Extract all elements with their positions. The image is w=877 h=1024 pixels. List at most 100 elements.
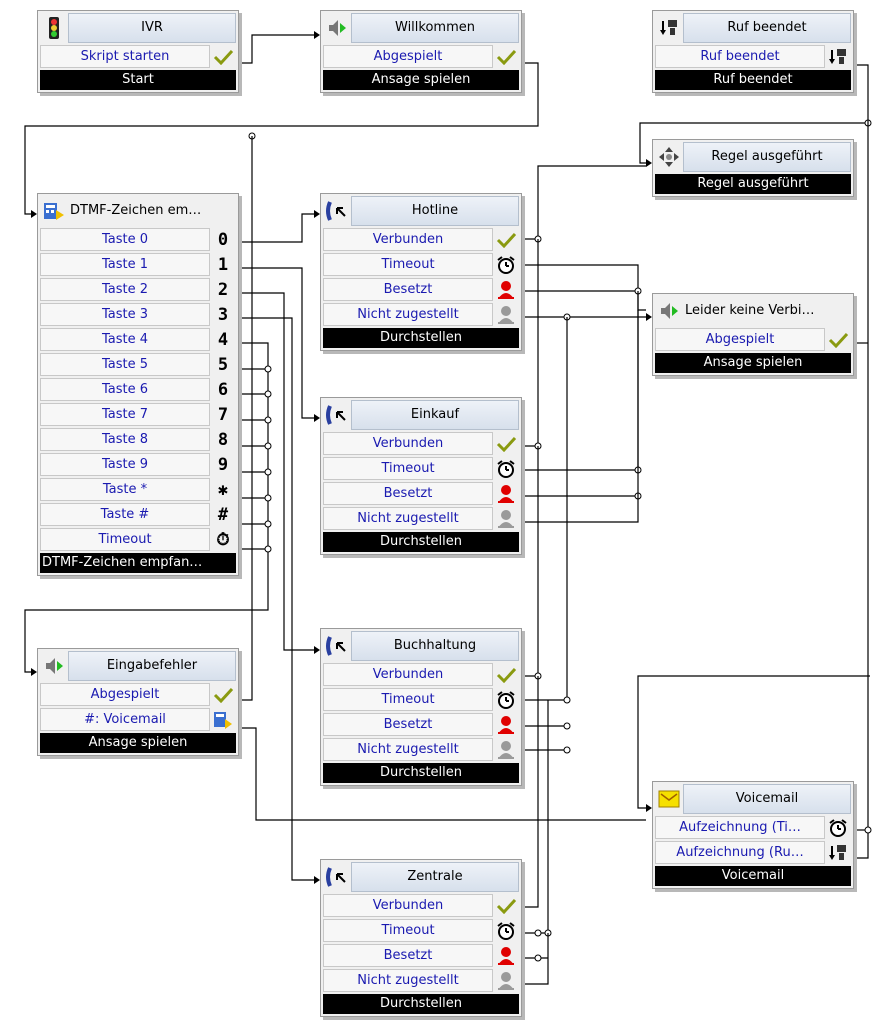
node-regel-ausgefuehrt[interactable]: Regel ausgeführt Regel ausgeführt	[652, 139, 854, 197]
output-row[interactable]: Nicht zugestellt	[323, 507, 519, 530]
dtmf-key-row[interactable]: Taste *✱	[40, 478, 236, 501]
output-row[interactable]: Verbunden	[323, 432, 519, 455]
node-title: Voicemail	[683, 784, 851, 814]
node-title: Buchhaltung	[351, 631, 519, 661]
output-row[interactable]: Nicht zugestellt	[323, 303, 519, 326]
key-glyph: 5	[217, 354, 229, 375]
output-row[interactable]: Timeout	[323, 457, 519, 480]
output-row[interactable]: Ruf beendet	[655, 45, 851, 68]
output-label: Nicht zugestellt	[323, 303, 493, 326]
key-glyph: 4	[217, 329, 229, 350]
output-label: Timeout	[323, 919, 493, 942]
output-row[interactable]: Aufzeichnung (Ti…	[655, 816, 851, 839]
wire-arrow	[314, 210, 320, 218]
output-row[interactable]: Abgespielt	[655, 328, 851, 351]
output-row[interactable]: Verbunden	[323, 894, 519, 917]
output-label: Verbunden	[323, 663, 493, 686]
key-glyph: 6	[217, 379, 229, 400]
output-row[interactable]: Verbunden	[323, 663, 519, 686]
output-label: Timeout	[323, 253, 493, 276]
voicemail-icon	[655, 784, 683, 814]
node-voicemail[interactable]: Voicemail Aufzeichnung (Ti… Aufzeichnung…	[652, 781, 854, 889]
output-row[interactable]: #: Voicemail	[40, 708, 236, 731]
wire-arrow	[646, 159, 652, 167]
key-glyph: 9	[217, 454, 229, 475]
node-eingabefehler[interactable]: Eingabefehler Abgespielt #: Voicemail An…	[37, 648, 239, 756]
output-label: Skript starten	[40, 45, 210, 68]
node-title: Willkommen	[351, 13, 519, 43]
output-row[interactable]: Timeout	[323, 253, 519, 276]
wire-junction	[264, 545, 272, 553]
wire	[522, 933, 549, 985]
wire-arrow	[314, 876, 320, 884]
wire-junction	[563, 746, 571, 754]
output-row[interactable]: Skript starten	[40, 45, 236, 68]
output-label: Besetzt	[323, 482, 493, 505]
dtmf-key-row[interactable]: Timeout⏱	[40, 528, 236, 551]
hangup-icon	[825, 45, 851, 68]
output-label: Verbunden	[323, 432, 493, 455]
wire	[522, 446, 539, 677]
check-icon	[825, 328, 851, 351]
node-title: IVR	[68, 13, 236, 43]
wire	[856, 64, 869, 859]
node-leider-keine-verbindung[interactable]: Leider keine Verbi… Abgespielt Ansage sp…	[652, 293, 854, 376]
dtmf-key-row[interactable]: Taste 9 9	[40, 453, 236, 476]
wire	[522, 239, 539, 447]
node-ruf-beendet[interactable]: Ruf beendet Ruf beendet Ruf beendet	[652, 10, 854, 93]
output-label: Nicht zugestellt	[323, 738, 493, 761]
wire-junction	[534, 929, 542, 937]
output-row[interactable]: Nicht zugestellt	[323, 738, 519, 761]
output-row[interactable]: Verbunden	[323, 228, 519, 251]
output-row[interactable]: Timeout	[323, 688, 519, 711]
output-label: Taste 0	[40, 228, 210, 251]
traffic-light-icon	[40, 13, 68, 43]
output-row[interactable]: Nicht zugestellt	[323, 969, 519, 992]
wire	[240, 317, 314, 881]
check-icon	[493, 432, 519, 455]
wire-arrow	[646, 313, 652, 321]
node-title: Zentrale	[351, 862, 519, 892]
grey-person-icon	[493, 738, 519, 761]
wire	[522, 317, 568, 701]
output-row[interactable]: Aufzeichnung (Ru…	[655, 841, 851, 864]
node-title: Ruf beendet	[683, 13, 851, 43]
output-label: Taste 9	[40, 453, 210, 476]
output-row[interactable]: Timeout	[323, 919, 519, 942]
wire	[522, 676, 539, 908]
node-footer: DTMF-Zeichen empfan…	[40, 553, 236, 573]
key-glyph: 1	[217, 254, 229, 275]
dtmf-key-row[interactable]: Taste ##	[40, 503, 236, 526]
output-row[interactable]: Abgespielt	[323, 45, 519, 68]
output-row[interactable]: Besetzt	[323, 713, 519, 736]
busy-person-icon	[493, 482, 519, 505]
output-row[interactable]: Abgespielt	[40, 683, 236, 706]
check-icon	[493, 894, 519, 917]
busy-person-icon	[493, 278, 519, 301]
hangup-icon	[655, 13, 683, 43]
node-ivr[interactable]: IVR Skript starten Start	[37, 10, 239, 93]
output-row[interactable]: Besetzt	[323, 482, 519, 505]
wire-arrow	[31, 210, 37, 218]
node-willkommen[interactable]: Willkommen Abgespielt Ansage spielen	[320, 10, 522, 93]
wire	[637, 675, 870, 809]
output-row[interactable]: Besetzt	[323, 944, 519, 967]
output-label: Aufzeichnung (Ru…	[655, 841, 825, 864]
output-row[interactable]: Besetzt	[323, 278, 519, 301]
output-label: Timeout	[40, 528, 210, 551]
output-label: Verbunden	[323, 894, 493, 917]
